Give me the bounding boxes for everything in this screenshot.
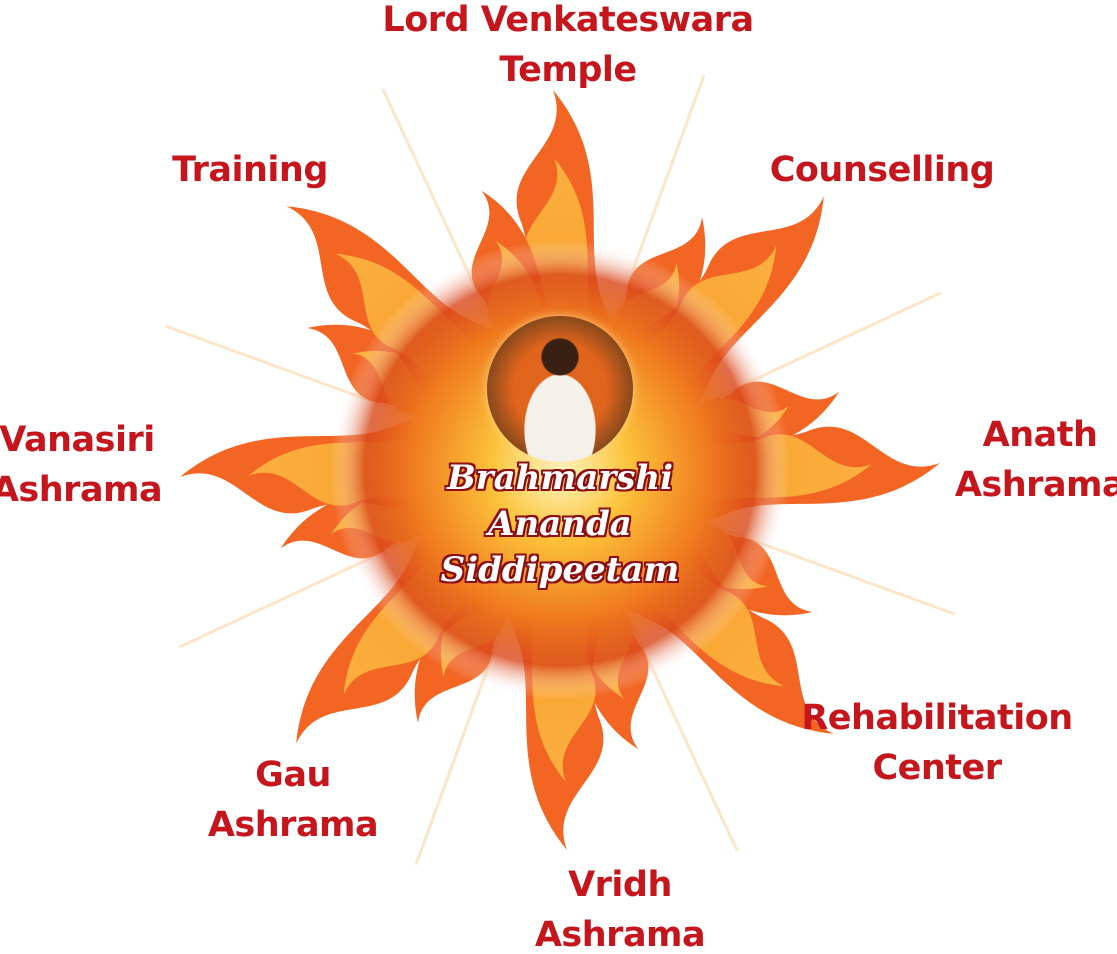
title-line: Ananda [488,504,632,544]
label-line: Vanasiri [0,420,155,460]
label-line: Lord Venkateswara [382,0,754,40]
sun-core [330,240,790,700]
label-counselling[interactable]: Counselling [770,145,995,195]
guru-portrait [487,316,633,462]
label-line: Rehabilitation [801,698,1073,738]
label-line: Counselling [769,150,995,190]
label-gau-ashrama[interactable]: Gau Ashrama [207,750,379,850]
label-training[interactable]: Training [172,145,328,195]
label-anath-ashrama[interactable]: Anath Ashrama [955,410,1117,510]
title-line: Siddipeetam [440,550,680,590]
label-line: Vridh [568,865,672,905]
title-line: Brahmarshi [446,458,674,498]
label-line: Ashrama [954,465,1117,505]
label-line: Ashrama [0,470,163,510]
label-line: Ashrama [207,805,379,845]
label-rehabilitation-center[interactable]: Rehabilitation Center [801,693,1073,793]
center-title: Brahmarshi Ananda Siddipeetam [441,455,680,593]
label-line: Temple [499,50,637,90]
label-vridh-ashrama[interactable]: Vridh Ashrama [534,860,706,954]
label-line: Gau [255,755,331,795]
label-line: Ashrama [534,915,706,954]
label-line: Training [172,150,328,190]
label-line: Anath [982,415,1098,455]
label-line: Center [872,748,1002,788]
label-vanasiri-ashrama[interactable]: Vanasiri Ashrama [0,415,163,515]
label-lord-venkateswara-temple[interactable]: Lord Venkateswara Temple [382,0,754,95]
